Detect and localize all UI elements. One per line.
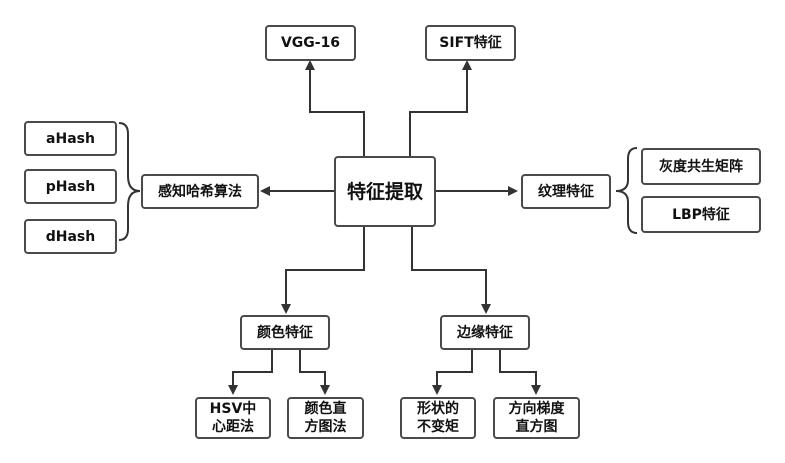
phash-node: pHash xyxy=(24,169,117,204)
arrow-to-color-hist xyxy=(299,349,330,395)
color-feature-node: 颜色特征 xyxy=(240,315,330,350)
texture-feature-node: 纹理特征 xyxy=(521,174,611,209)
arrow-to-color xyxy=(281,227,365,314)
sift-node: SIFT特征 xyxy=(425,25,516,61)
lbp-node: LBP特征 xyxy=(641,196,761,233)
gradient-histogram-node: 方向梯度 直方图 xyxy=(493,397,580,439)
shape-moment-node: 形状的 不变矩 xyxy=(400,397,476,439)
feature-extraction-node: 特征提取 xyxy=(334,156,436,227)
arrow-to-edge xyxy=(411,227,491,314)
texture-brace xyxy=(615,147,638,234)
arrow-to-sift xyxy=(409,60,472,156)
arrow-to-hsv xyxy=(228,349,273,395)
arrow-to-vgg xyxy=(305,60,365,156)
dhash-node: dHash xyxy=(24,219,117,254)
glcm-node: 灰度共生矩阵 xyxy=(641,148,761,185)
vgg16-node: VGG-16 xyxy=(265,25,356,61)
hsv-node: HSV中 心距法 xyxy=(195,397,271,439)
arrow-to-grad-hist xyxy=(499,349,541,395)
perceptual-hash-node: 感知哈希算法 xyxy=(141,174,259,209)
ahash-node: aHash xyxy=(24,121,117,156)
color-histogram-node: 颜色直 方图法 xyxy=(287,397,364,439)
edge-feature-node: 边缘特征 xyxy=(440,315,530,350)
arrow-to-shape xyxy=(432,349,473,395)
hash-brace xyxy=(118,122,141,241)
